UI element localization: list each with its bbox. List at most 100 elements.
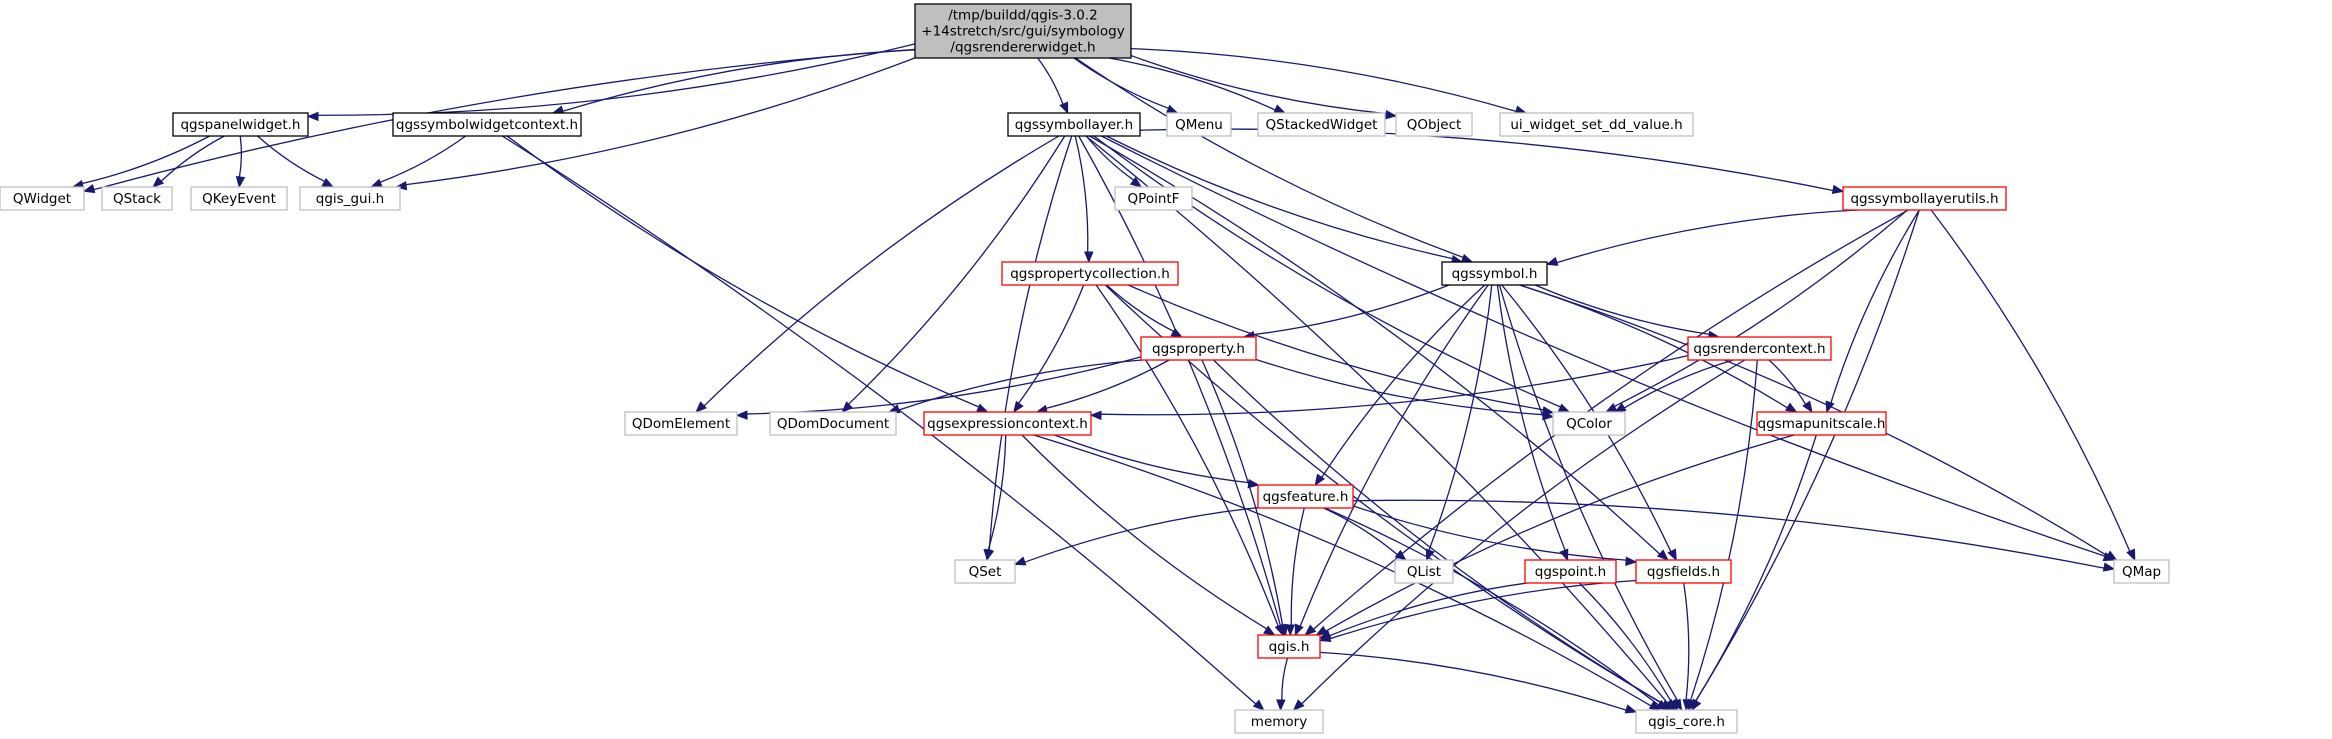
node-qgsfeature[interactable]: qgsfeature.h bbox=[1257, 484, 1354, 509]
nodes-layer: /tmp/buildd/qgis-3.0.2+14stretch/src/gui… bbox=[0, 3, 2170, 734]
node-QColor: QColor bbox=[1552, 411, 1626, 436]
edge-qgspropertycollection-to-qgsexpressioncontext bbox=[1018, 284, 1085, 404]
edge-qgis-to-qgis_core bbox=[1319, 651, 1627, 711]
arrowhead-qgsproperty-to-QColor bbox=[1542, 411, 1555, 421]
edge-qgsexpressioncontext-to-qgis bbox=[1021, 434, 1267, 630]
node-QWidget: QWidget bbox=[0, 186, 85, 211]
arrowhead-qgsrendercontext-to-memory bbox=[1292, 699, 1305, 711]
arrowhead-qgssymbollayerutils-to-qgis bbox=[1304, 624, 1317, 636]
node-label-qgspoint: qgspoint.h bbox=[1535, 564, 1606, 580]
node-label-qgssymbolwidgetcontext: qgssymbolwidgetcontext.h bbox=[396, 117, 578, 133]
edge-qgsexpressioncontext-to-qgsfeature bbox=[1054, 434, 1249, 484]
arrowhead-qgsfeature-to-qgis bbox=[1285, 624, 1295, 637]
node-box-qgssymbolwidgetcontext bbox=[392, 112, 582, 137]
node-label-QDomElement: QDomElement bbox=[632, 416, 730, 432]
node-label-root: /qgsrendererwidget.h bbox=[950, 40, 1095, 56]
edge-qgssymbollayer-to-QPointF bbox=[1085, 135, 1135, 181]
edge-qgsproperty-to-QDomDocument bbox=[898, 359, 1143, 411]
edge-root-to-qgssymbollayer bbox=[1037, 57, 1064, 105]
arrowhead-qgssymbollayer-to-qgspropertycollection bbox=[1084, 251, 1094, 264]
node-box-qgssymbollayerutils bbox=[1842, 186, 2007, 211]
node-box-qgspoint bbox=[1524, 559, 1617, 584]
edge-qgsmapunitscale-to-qgis_core bbox=[1695, 434, 1817, 702]
arrowhead-root-to-QStackedWidget bbox=[1273, 104, 1287, 114]
node-label-root: +14stretch/src/gui/symbology bbox=[921, 24, 1124, 40]
node-label-qgssymbol: qgssymbol.h bbox=[1452, 266, 1538, 282]
edge-qgspanelwidget-to-QKeyEvent bbox=[238, 135, 243, 178]
edge-qgssymbollayer-to-QColor bbox=[1093, 135, 1561, 408]
node-label-QStack: QStack bbox=[113, 191, 161, 207]
node-box-qgspanelwidget bbox=[172, 112, 309, 137]
arrowhead-qgssymbollayer-to-QDomDocument bbox=[841, 401, 854, 413]
arrowhead-qgssymbolwidgetcontext-to-qgis_gui bbox=[370, 178, 383, 188]
arrowhead-qgsfields-to-qgis bbox=[1318, 632, 1332, 642]
node-box-qgsproperty bbox=[1140, 336, 1257, 361]
arrowhead-qgssymbol-to-qgis bbox=[1294, 623, 1304, 637]
arrowhead-qgspanelwidget-to-qgis_gui bbox=[321, 177, 335, 188]
edge-qgsexpressioncontext-to-QSet bbox=[987, 434, 1007, 551]
node-box-ui_widget_set_dd_value bbox=[1499, 112, 1694, 137]
edge-qgssymbol-to-QList bbox=[1428, 284, 1493, 551]
edge-qgsmapunitscale-to-qgis bbox=[1325, 434, 1795, 632]
node-qgspoint[interactable]: qgspoint.h bbox=[1524, 559, 1617, 584]
node-label-QMenu: QMenu bbox=[1175, 117, 1223, 133]
node-label-qgssymbollayerutils: qgssymbollayerutils.h bbox=[1850, 191, 1998, 207]
arrowhead-qgspropertycollection-to-qgsexpressioncontext bbox=[1013, 400, 1024, 414]
node-root[interactable]: /tmp/buildd/qgis-3.0.2+14stretch/src/gui… bbox=[914, 3, 1132, 59]
node-qgspropertycollection[interactable]: qgspropertycollection.h bbox=[1001, 261, 1179, 286]
edge-qgssymbol-to-qgsproperty bbox=[1253, 284, 1450, 336]
node-qgssymbollayerutils[interactable]: qgssymbollayerutils.h bbox=[1842, 186, 2007, 211]
arrowhead-qgssymbollayerutils-to-qgssymbol bbox=[1545, 256, 1559, 266]
arrowhead-root-to-qgspanelwidget bbox=[306, 111, 319, 122]
arrowhead-qgsrendercontext-to-qgsexpressioncontext bbox=[1089, 410, 1102, 421]
arrowhead-qgssymbollayer-to-QPointF bbox=[1129, 176, 1143, 188]
node-label-qgis_core: qgis_core.h bbox=[1648, 714, 1725, 730]
edge-qgsproperty-to-qgsexpressioncontext bbox=[1045, 359, 1170, 409]
edge-qgsrendercontext-to-memory bbox=[1301, 359, 1746, 705]
edge-qgssymbol-to-qgsrendercontext bbox=[1534, 284, 1710, 335]
node-qgsrendercontext[interactable]: qgsrendercontext.h bbox=[1687, 336, 1832, 361]
edge-qgssymbollayer-to-QMap bbox=[1101, 135, 2106, 557]
node-label-qgis_gui: qgis_gui.h bbox=[316, 191, 384, 207]
node-label-qgsrendercontext: qgsrendercontext.h bbox=[1693, 341, 1825, 357]
edge-qgsproperty-to-qgis_core bbox=[1213, 359, 1664, 705]
node-qgssymbol[interactable]: qgssymbol.h bbox=[1441, 261, 1548, 286]
node-qgis_core: qgis_core.h bbox=[1635, 709, 1738, 734]
edge-qgspropertycollection-to-qgsproperty bbox=[1106, 284, 1174, 332]
node-qgssymbolwidgetcontext[interactable]: qgssymbolwidgetcontext.h bbox=[392, 112, 582, 137]
edge-qgspanelwidget-to-QWidget bbox=[82, 135, 210, 185]
node-qgsmapunitscale[interactable]: qgsmapunitscale.h bbox=[1756, 411, 1887, 436]
node-box-QKeyEvent bbox=[190, 186, 288, 211]
arrowhead-qgssymbollayer-to-qgsfields bbox=[1656, 549, 1669, 561]
edge-root-to-ui_widget_set_dd_value bbox=[1130, 47, 1517, 113]
node-qgis[interactable]: qgis.h bbox=[1257, 634, 1321, 659]
node-qgsproperty[interactable]: qgsproperty.h bbox=[1140, 336, 1257, 361]
node-QPointF: QPointF bbox=[1114, 186, 1193, 211]
arrowhead-qgsfeature-to-QMap bbox=[2102, 562, 2116, 572]
arrowhead-qgsfeature-to-QList bbox=[1394, 549, 1407, 561]
edge-qgssymbollayerutils-to-qgsmapunitscale bbox=[1830, 209, 1920, 404]
node-box-qgsmapunitscale bbox=[1756, 411, 1887, 436]
arrowhead-qgssymbolwidgetcontext-to-qgsexpressioncontext bbox=[975, 403, 989, 413]
edge-qgssymbolwidgetcontext-to-qgsexpressioncontext bbox=[506, 135, 980, 408]
node-box-qgsfields bbox=[1635, 559, 1732, 584]
arrowhead-root-to-QObject bbox=[1385, 110, 1398, 120]
arrowhead-qgsexpressioncontext-to-qgis bbox=[1263, 625, 1276, 636]
arrowhead-qgssymbollayerutils-to-QColor bbox=[1604, 402, 1618, 413]
edge-qgssymbollayer-to-QDomDocument bbox=[848, 135, 1066, 405]
edge-qgssymbol-to-qgsfeature bbox=[1321, 284, 1486, 478]
node-qgssymbollayer[interactable]: qgssymbollayer.h bbox=[1007, 112, 1141, 137]
node-box-qgsrendercontext bbox=[1687, 336, 1832, 361]
node-qgsfields[interactable]: qgsfields.h bbox=[1635, 559, 1732, 584]
arrowhead-qgssymbol-to-qgsfeature bbox=[1314, 473, 1326, 487]
arrowhead-qgis-to-qgis_core bbox=[1624, 704, 1638, 714]
node-qgspanelwidget[interactable]: qgspanelwidget.h bbox=[172, 112, 309, 137]
edge-qgsfeature-to-QMap bbox=[1352, 499, 2105, 569]
arrowhead-qgsexpressioncontext-to-QSet bbox=[984, 548, 995, 562]
arrowhead-qgssymbol-to-qgsmapunitscale bbox=[1784, 402, 1798, 413]
node-qgsexpressioncontext[interactable]: qgsexpressioncontext.h bbox=[923, 411, 1092, 436]
arrowhead-qgsfields-to-qgis_core bbox=[1682, 699, 1692, 712]
node-label-qgspanelwidget: qgspanelwidget.h bbox=[180, 117, 300, 133]
arrowhead-qgsrendercontext-to-QColor bbox=[1613, 402, 1627, 413]
